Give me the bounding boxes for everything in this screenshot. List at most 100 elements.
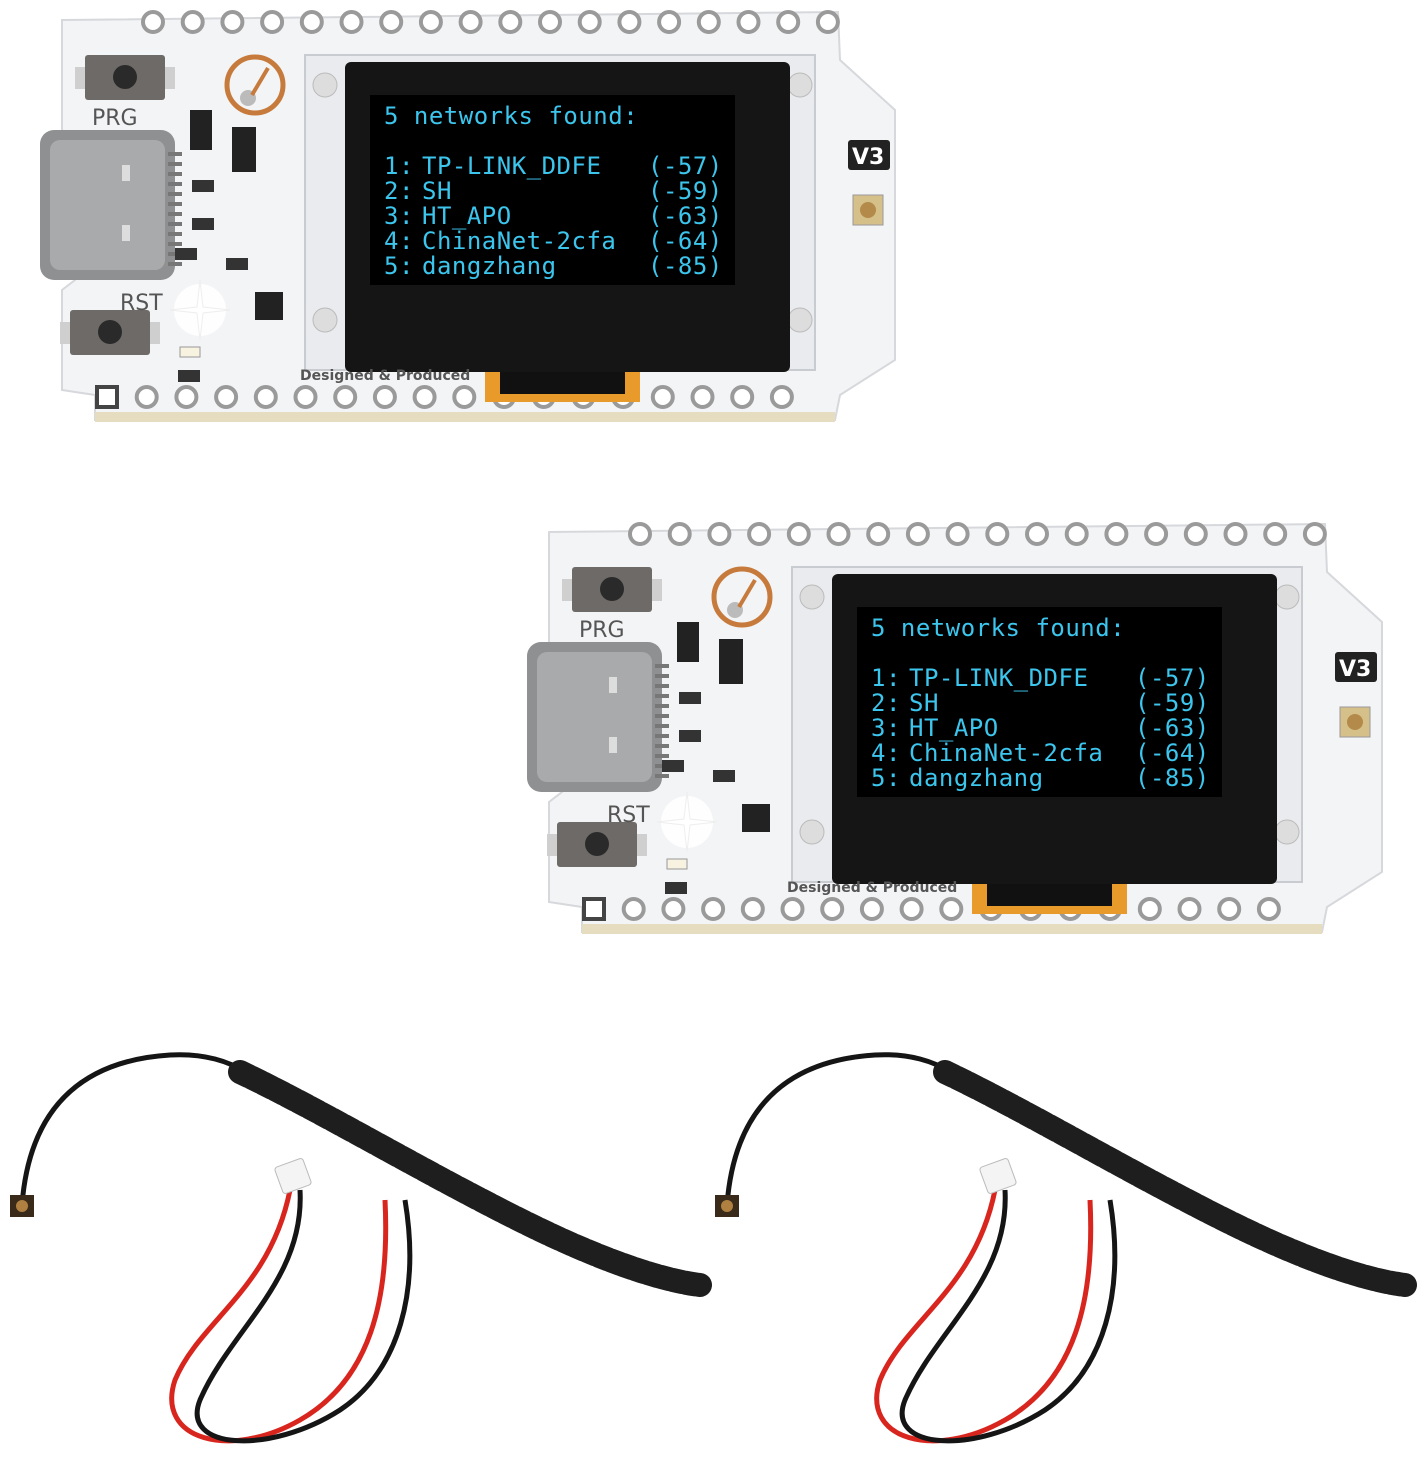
- network-rssi: (-63): [1135, 714, 1210, 742]
- network-index: 1:: [871, 664, 901, 692]
- mount-hole: [1274, 584, 1300, 610]
- header-pin-hole: [180, 10, 205, 34]
- header-pin-hole: [498, 10, 523, 34]
- header-pin-hole: [780, 897, 805, 921]
- maker-text: Designed & Produced: [300, 368, 470, 384]
- mount-hole: [799, 819, 825, 845]
- mount-hole: [799, 584, 825, 610]
- ipex-plug-icon: [10, 1195, 34, 1217]
- header-pin-hole: [1025, 522, 1049, 546]
- header-pin-hole: [690, 385, 715, 409]
- header-pin-hole: [747, 522, 772, 546]
- network-ssid: SH: [909, 689, 939, 717]
- network-index: 4:: [384, 227, 414, 255]
- header-pin-hole: [617, 10, 642, 34]
- network-row: 2:SH(-59): [384, 177, 722, 205]
- antenna-ribbed-tube: [228, 1060, 712, 1297]
- battery-wire-black: [899, 1189, 1118, 1444]
- prg-button[interactable]: [562, 567, 662, 612]
- network-ssid: HT_APO: [422, 202, 512, 230]
- oled-screen: [370, 95, 735, 285]
- header-pin-hole: [730, 385, 755, 409]
- header-pin-hole: [1137, 897, 1162, 921]
- network-rssi: (-59): [1135, 689, 1210, 717]
- header-pin-hole: [372, 385, 397, 409]
- header-pin-hole: [859, 897, 884, 921]
- header-pin-hole: [293, 385, 318, 409]
- header-pin-hole: [141, 10, 165, 34]
- header-pin-hole: [134, 385, 159, 409]
- network-row: 3:HT_APO(-63): [384, 202, 722, 230]
- header-pin-hole: [985, 522, 1010, 546]
- header-pin-hole: [1104, 522, 1129, 546]
- network-index: 5:: [384, 252, 414, 280]
- network-row: 3:HT_APO(-63): [871, 714, 1210, 742]
- pcb-edge: [582, 924, 1322, 934]
- oled-screen: [857, 607, 1222, 797]
- network-index: 2:: [871, 689, 901, 717]
- smd-component: [677, 622, 699, 662]
- smd-component: [719, 639, 743, 684]
- header-pin-hole: [253, 385, 278, 409]
- prg-button[interactable]: [75, 55, 175, 100]
- led-icon: [169, 279, 231, 358]
- smd-component: [662, 760, 684, 772]
- network-row: 2: SH (-59): [871, 689, 1210, 717]
- network-ssid: SH: [422, 177, 452, 205]
- header-pin-hole: [661, 897, 686, 921]
- header-pin-hole: [905, 522, 930, 546]
- header-pin-hole: [696, 10, 721, 34]
- header-pin-hole: [333, 385, 358, 409]
- network-ssid: TP-LINK_DDFE: [909, 664, 1088, 692]
- prg-label: PRG: [92, 106, 138, 131]
- antenna-thin-wire: [724, 1052, 952, 1206]
- network-row: 5:dangzhang(-85): [384, 252, 723, 280]
- copper-coil-antenna-icon: [224, 54, 286, 116]
- mount-hole: [787, 307, 813, 333]
- network-ssid: dangzhang: [909, 764, 1044, 792]
- network-ssid: TP-LINK_DDFE: [422, 152, 601, 180]
- header-pin-hole: [1064, 522, 1089, 546]
- header-pin-hole: [769, 385, 794, 409]
- network-index: 2:: [384, 177, 414, 205]
- header-pin-hole: [786, 522, 811, 546]
- version-badge: [1335, 652, 1377, 682]
- mount-hole: [1274, 819, 1300, 845]
- header-pin-hole: [736, 10, 761, 34]
- copper-coil-antenna-icon: [711, 566, 773, 628]
- battery-wire-black: [194, 1189, 413, 1444]
- led-icon: [656, 791, 718, 870]
- header-pin-hole: [899, 897, 924, 921]
- pcb-edge: [95, 412, 835, 422]
- header-pin-hole: [939, 897, 964, 921]
- header-pin-hole: [214, 385, 239, 409]
- smd-component: [190, 110, 212, 150]
- smd-component: [255, 292, 283, 320]
- network-index: 1:: [384, 152, 414, 180]
- header-pin-hole: [1177, 897, 1202, 921]
- header-pin-hole: [1302, 522, 1327, 546]
- smd-component: [679, 692, 701, 704]
- rst-button[interactable]: [60, 310, 160, 355]
- antenna-thin-wire: [19, 1052, 247, 1206]
- cable-set-2: [715, 1052, 1417, 1444]
- oled-header: 5 networks found:: [384, 102, 638, 130]
- network-index: 3:: [871, 714, 901, 742]
- header-pin-hole: [1223, 522, 1248, 546]
- header-pin-hole: [945, 522, 970, 546]
- header-pin-hole: [452, 385, 477, 409]
- rst-button[interactable]: [547, 822, 647, 867]
- usb-c-connector-icon: [40, 130, 182, 280]
- header-pin-hole: [412, 385, 437, 409]
- version-badge-text: V3: [852, 145, 884, 170]
- network-rssi: (-85): [648, 252, 723, 280]
- battery-wire-red: [874, 1189, 1094, 1444]
- header-pin-hole: [260, 10, 285, 34]
- network-rssi: (-85): [1135, 764, 1210, 792]
- smd-component: [226, 258, 248, 270]
- battery-wire-red: [169, 1189, 389, 1444]
- network-index: 3:: [384, 202, 414, 230]
